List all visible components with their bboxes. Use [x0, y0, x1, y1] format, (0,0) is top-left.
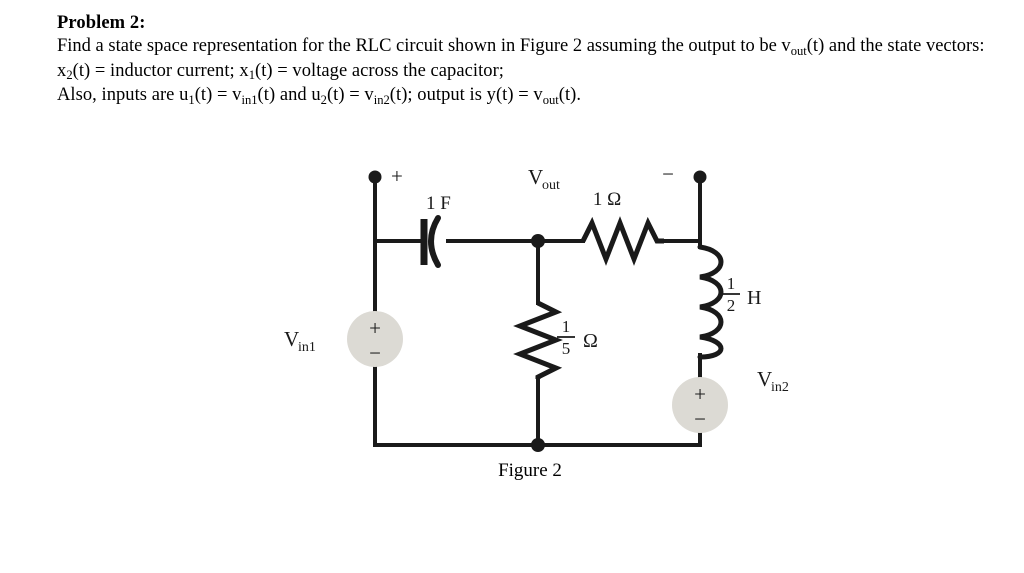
- problem-line-3-sub-3: 2: [320, 92, 327, 107]
- source2-label-sub: in2: [771, 380, 789, 395]
- inductor-value-label: 1 2 H: [722, 274, 761, 315]
- figure-caption-text: Figure 2: [498, 460, 562, 481]
- circuit-diagram-svg: + − + − + − V out 1 F 1: [284, 162, 789, 452]
- junction-dot-top-center: [531, 234, 545, 248]
- source1-label-main: V: [284, 327, 299, 351]
- source2-label-main: V: [757, 367, 772, 391]
- resistor-mid-unit: Ω: [583, 330, 598, 352]
- source2-label: V in2: [757, 367, 789, 395]
- resistor-top-symbol: [580, 216, 664, 266]
- source1-label-sub: in1: [298, 340, 316, 355]
- junction-dot-bottom-center: [531, 438, 545, 452]
- circuit-wires: [373, 175, 702, 447]
- problem-line-3-sub-4: in2: [373, 92, 390, 107]
- resistor-mid-denominator: 5: [562, 339, 571, 358]
- voltage-source-vin1: + −: [347, 311, 403, 367]
- problem-line-2: x2(t) = inductor current; x1(t) = voltag…: [57, 60, 987, 85]
- problem-line-3-sub-2: in1: [241, 92, 258, 107]
- voltage-source-vin2: + −: [672, 377, 728, 433]
- capacitor-plate-curved: [428, 215, 441, 268]
- problem-line-3-part-c: (t) and u: [257, 85, 321, 105]
- problem-line-2-part-a: x: [57, 60, 67, 81]
- circuit-figure: + − + − + − V out 1 F 1: [0, 155, 1024, 500]
- problem-line-3: Also, inputs are u1(t) = vin1(t) and u2(…: [57, 84, 987, 109]
- problem-line-1: Find a state space representation for th…: [57, 35, 986, 60]
- problem-line-2-sub-2: 1: [248, 68, 255, 83]
- source1-plus: +: [369, 316, 381, 340]
- problem-line-2-sub-1: 2: [66, 68, 73, 83]
- problem-line-3-part-e: (t); output is y(t) = v: [389, 85, 543, 105]
- source1-label: V in1: [284, 327, 316, 355]
- problem-line-3-part-a: Also, inputs are u: [57, 85, 189, 105]
- problem-title: Problem 2:: [57, 13, 146, 33]
- resistor-mid-value-label: 1 5 Ω: [557, 317, 598, 358]
- inductor-denominator: 2: [727, 296, 736, 315]
- vout-label-main: V: [528, 165, 543, 189]
- resistor-top-value-label: 1 Ω: [593, 189, 621, 210]
- source2-minus: −: [694, 407, 706, 431]
- source1-circle: [347, 311, 403, 367]
- problem-statement: Problem 2: Find a state space representa…: [57, 12, 987, 109]
- problem-line-2-part-b: (t) = inductor current; x: [72, 60, 249, 81]
- resistor-mid-numerator: 1: [562, 317, 571, 336]
- problem-line-1-sub: out: [790, 43, 807, 58]
- inductor-symbol: [697, 244, 724, 360]
- inductor-numerator: 1: [727, 274, 736, 293]
- source1-minus: −: [369, 341, 381, 365]
- problem-line-1-part-b: (t) and the state vectors:: [806, 36, 985, 56]
- terminal-plus-sign: +: [391, 164, 403, 188]
- capacitor-symbol: [420, 215, 441, 268]
- problem-line-3-part-d: (t) = v: [326, 85, 374, 105]
- problem-line-3-part-f: (t).: [558, 85, 582, 105]
- source2-plus: +: [694, 382, 706, 406]
- problem-line-3-part-b: (t) = v: [194, 85, 242, 105]
- capacitor-value-label: 1 F: [426, 193, 451, 214]
- vout-label-sub: out: [542, 178, 560, 193]
- problem-line-3-sub-1: 1: [188, 92, 195, 107]
- terminal-dot-left: [368, 170, 382, 184]
- terminal-dot-right: [693, 170, 707, 184]
- source2-circle: [672, 377, 728, 433]
- vout-label: V out: [528, 165, 560, 193]
- inductor-unit: H: [747, 287, 761, 309]
- problem-line-3-sub-5: out: [542, 92, 559, 107]
- figure-caption: Figure 2: [0, 460, 1024, 482]
- problem-line-2-part-c: (t) = voltage across the capacitor;: [254, 60, 504, 81]
- problem-line-1-part-a: Find a state space representation for th…: [57, 36, 791, 56]
- terminal-minus-sign: −: [662, 162, 674, 186]
- resistor-mid-symbol: [513, 300, 563, 380]
